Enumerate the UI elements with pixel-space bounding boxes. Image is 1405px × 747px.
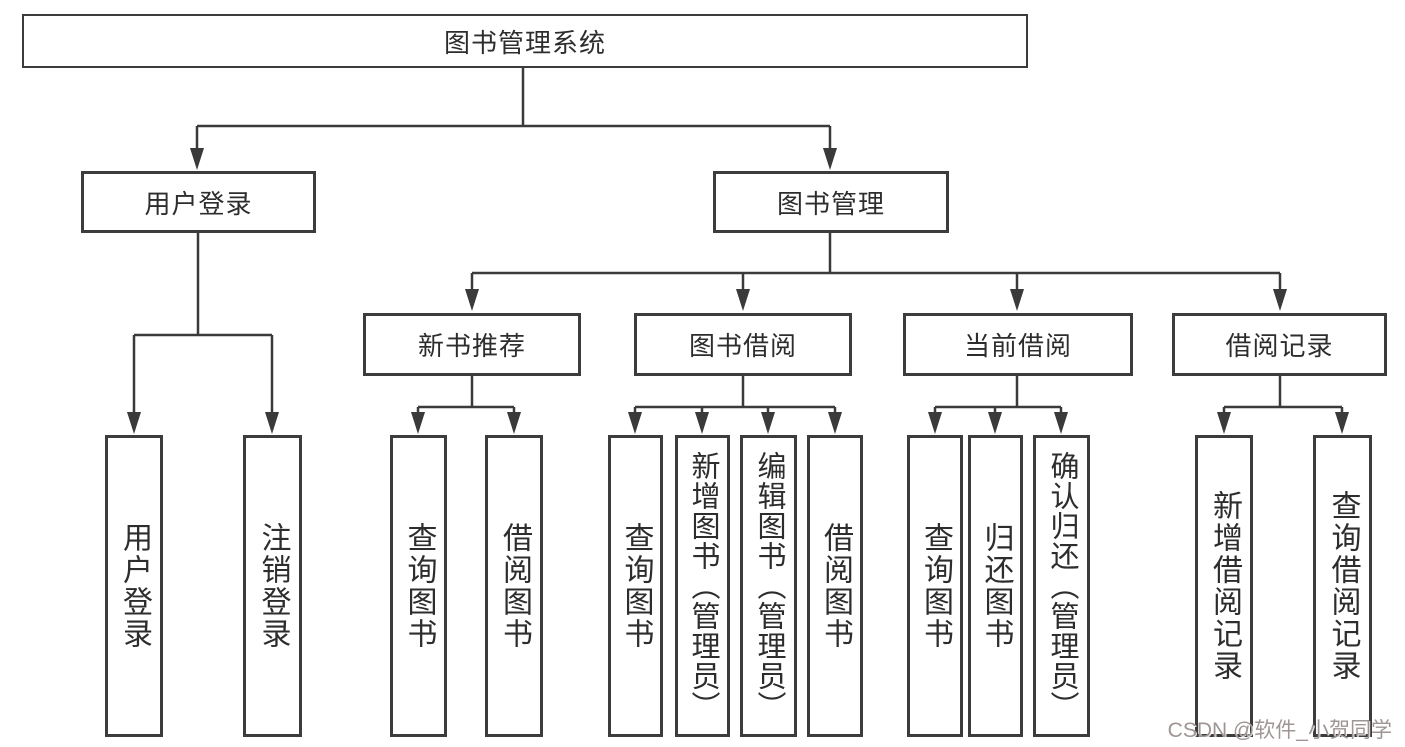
leaf-query-borrow-record: 查询借阅记录 — [1313, 435, 1372, 737]
leaf-query-books-recommend: 查询图书 — [390, 435, 447, 737]
leaf-query-books-current: 查询图书 — [907, 435, 963, 737]
csdn-watermark: CSDN @软件_小贺同学 — [1167, 719, 1392, 742]
leaf-label: 借阅图书 — [819, 522, 852, 650]
leaf-label: 注销登录 — [256, 522, 290, 650]
node-label: 新书推荐 — [417, 331, 526, 361]
node-label: 图书借阅 — [688, 331, 797, 361]
node-current-borrow: 当前借阅 — [903, 313, 1133, 376]
leaf-label: 归还图书 — [979, 522, 1013, 650]
leaf-label: 查询图书 — [919, 522, 952, 650]
node-label: 图书管理 — [776, 188, 885, 219]
leaf-borrow-books: 借阅图书 — [807, 435, 863, 737]
node-label: 用户登录 — [144, 188, 253, 219]
node-new-book-recommend: 新书推荐 — [363, 313, 581, 376]
leaf-label: 确认归还（管理员） — [1046, 451, 1078, 721]
leaf-label: 新增借阅记录 — [1208, 490, 1241, 682]
leaf-query-books-borrow: 查询图书 — [608, 435, 663, 737]
node-borrow-records: 借阅记录 — [1172, 313, 1387, 376]
leaf-confirm-return-admin: 确认归还（管理员） — [1033, 435, 1090, 737]
leaf-label: 新增图书（管理员） — [687, 451, 719, 721]
leaf-logout: 注销登录 — [243, 435, 302, 737]
leaf-label: 编辑图书（管理员） — [753, 451, 785, 721]
leaf-borrow-books-recommend: 借阅图书 — [485, 435, 543, 737]
leaf-label: 查询图书 — [619, 522, 653, 650]
leaf-label: 借阅图书 — [498, 522, 531, 650]
node-label: 当前借阅 — [963, 331, 1072, 361]
leaf-edit-books-admin: 编辑图书（管理员） — [740, 435, 797, 737]
leaf-user-login: 用户登录 — [105, 435, 163, 737]
leaf-add-books-admin: 新增图书（管理员） — [675, 435, 730, 737]
node-label: 图书管理系统 — [443, 27, 606, 58]
node-book-management: 图书管理 — [713, 171, 949, 233]
node-book-borrow: 图书借阅 — [634, 313, 852, 376]
leaf-return-books: 归还图书 — [968, 435, 1023, 737]
node-user-login: 用户登录 — [81, 171, 316, 233]
leaf-add-borrow-record: 新增借阅记录 — [1195, 435, 1253, 737]
leaf-label: 用户登录 — [118, 522, 151, 650]
leaf-label: 查询借阅记录 — [1326, 490, 1360, 682]
node-system-root: 图书管理系统 — [22, 14, 1028, 68]
leaf-label: 查询图书 — [402, 522, 436, 650]
node-label: 借阅记录 — [1225, 331, 1334, 361]
